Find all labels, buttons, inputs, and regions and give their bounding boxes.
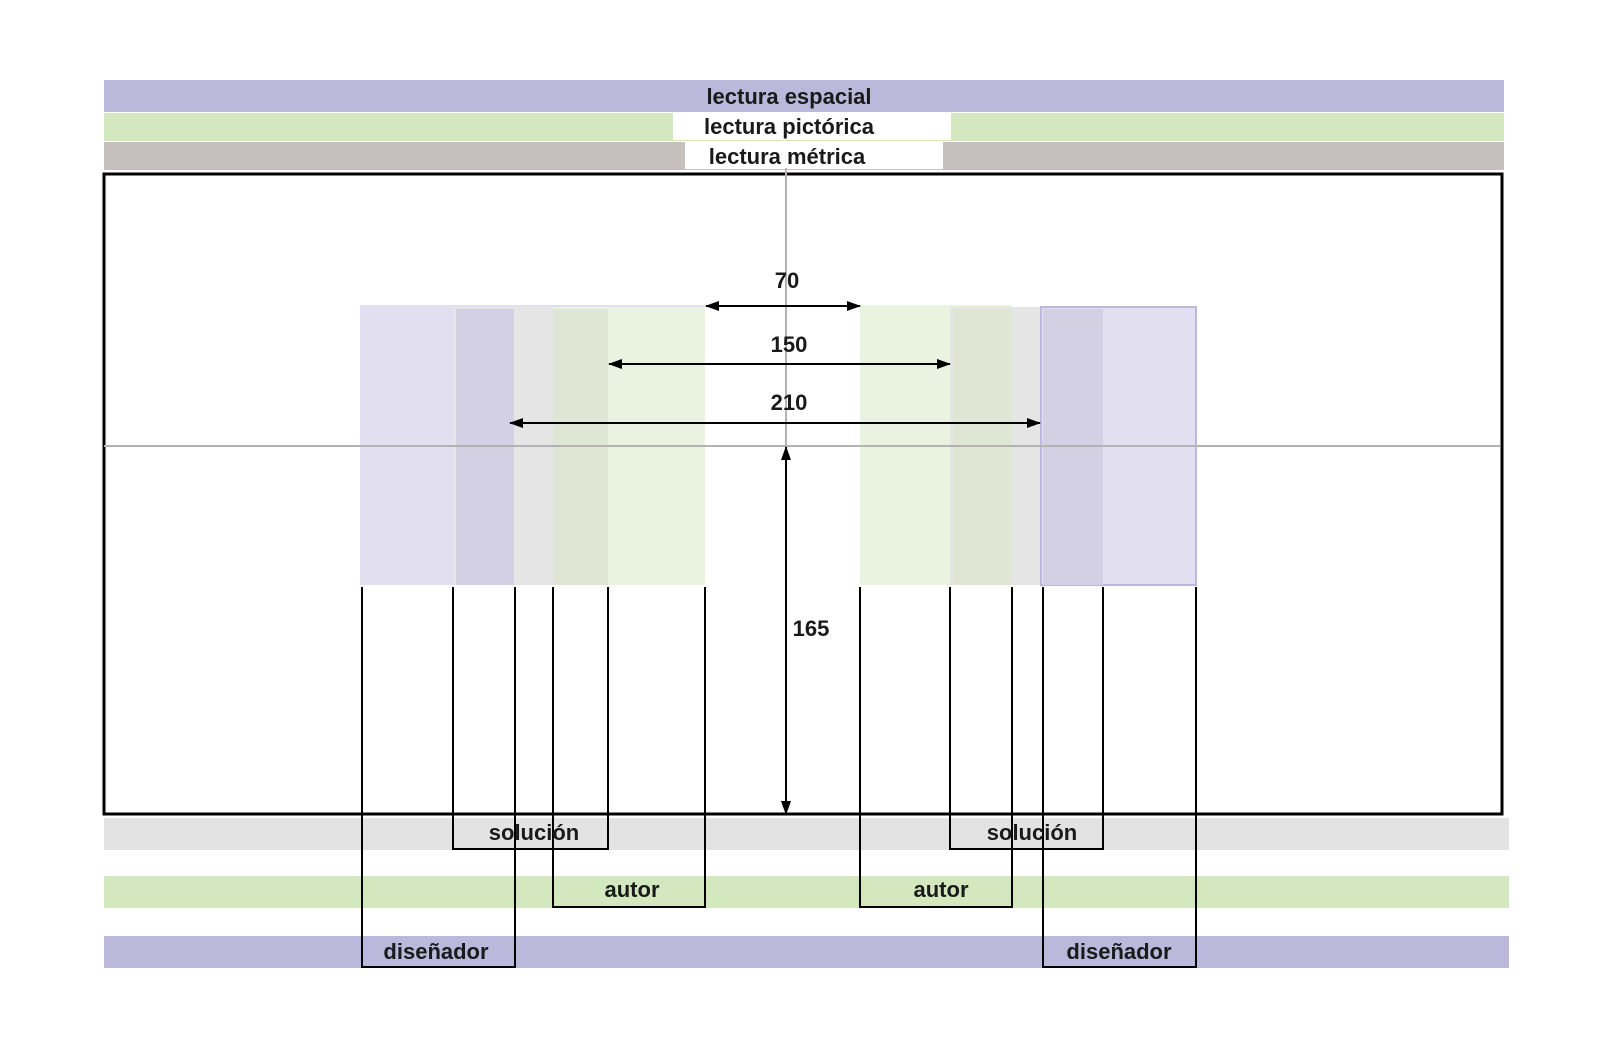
dim-165-label: 165 [793, 616, 830, 641]
leader-left-disenador [361, 587, 516, 968]
band-lectura-espacial-label: lectura espacial [706, 84, 871, 109]
main-frame [102, 172, 1504, 816]
band-lectura-pictorica-label: lectura pictórica [704, 114, 875, 139]
label-autor-left: autor [605, 877, 660, 902]
label-autor-right: autor [914, 877, 969, 902]
label-disenador-left: diseñador [383, 939, 489, 964]
leader-right-solucion [949, 587, 1104, 850]
band-lectura-pictorica-label-bg [673, 113, 951, 140]
label-solucion-left: solución [489, 820, 579, 845]
leader-left-solucion [452, 587, 609, 850]
band-lectura-metrica-label: lectura métrica [709, 144, 866, 169]
band-solucion [104, 818, 1509, 850]
leader-right-autor [859, 587, 1013, 908]
leader-right-disenador [1042, 587, 1197, 968]
dim-150-label: 150 [771, 332, 808, 357]
dim-210-label: 210 [771, 390, 808, 415]
dim-70-label: 70 [775, 268, 799, 293]
band-autor [104, 876, 1509, 908]
band-disenador [104, 936, 1509, 968]
leader-left-autor [552, 587, 706, 908]
label-disenador-right: diseñador [1066, 939, 1172, 964]
band-lectura-metrica-label-bg [685, 142, 943, 169]
label-solucion-right: solución [987, 820, 1077, 845]
band-lectura-espacial [104, 80, 1504, 112]
